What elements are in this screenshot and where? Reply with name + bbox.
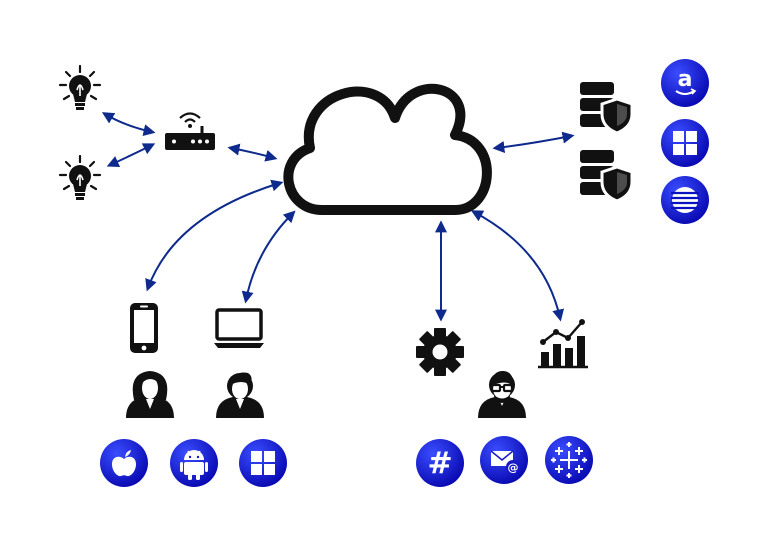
woman-user-icon — [126, 371, 174, 418]
arrow-cloud-servers — [492, 131, 575, 153]
email-glyph: @ — [508, 461, 519, 474]
cloud-icon — [283, 83, 492, 215]
email-icon: @ — [480, 436, 528, 484]
man-user-icon — [216, 372, 264, 418]
arrow-router-cloud — [227, 143, 278, 162]
gear-icon — [416, 328, 464, 376]
arrow-bulb2-router — [106, 143, 156, 168]
wifi-router-icon — [165, 112, 215, 150]
amazon-glyph: a — [678, 67, 693, 92]
laptop-icon — [214, 308, 264, 348]
developer-user-icon — [478, 370, 526, 418]
slack-hash-icon: # — [416, 439, 464, 487]
att-icon — [661, 176, 709, 224]
arrow-cloud-mobile — [145, 179, 284, 292]
smartphone-icon — [130, 303, 158, 353]
windows-icon — [661, 119, 709, 167]
lightbulb-icon — [58, 154, 102, 200]
arrow-cloud-analytics — [470, 210, 565, 322]
apple-icon — [100, 439, 148, 487]
secure-server-icon — [580, 82, 634, 135]
connectors — [101, 112, 575, 322]
amazon-icon: a — [661, 59, 709, 107]
arrow-cloud-laptop — [241, 210, 296, 304]
lightbulb-icon — [58, 64, 102, 110]
secure-server-icon — [580, 150, 634, 203]
slack-glyph: # — [427, 446, 452, 481]
android-icon — [170, 439, 218, 487]
arrow-bulb1-router — [101, 112, 156, 137]
bar-chart-icon — [538, 319, 588, 369]
tableau-icon — [545, 436, 593, 484]
windows-icon — [239, 439, 287, 487]
